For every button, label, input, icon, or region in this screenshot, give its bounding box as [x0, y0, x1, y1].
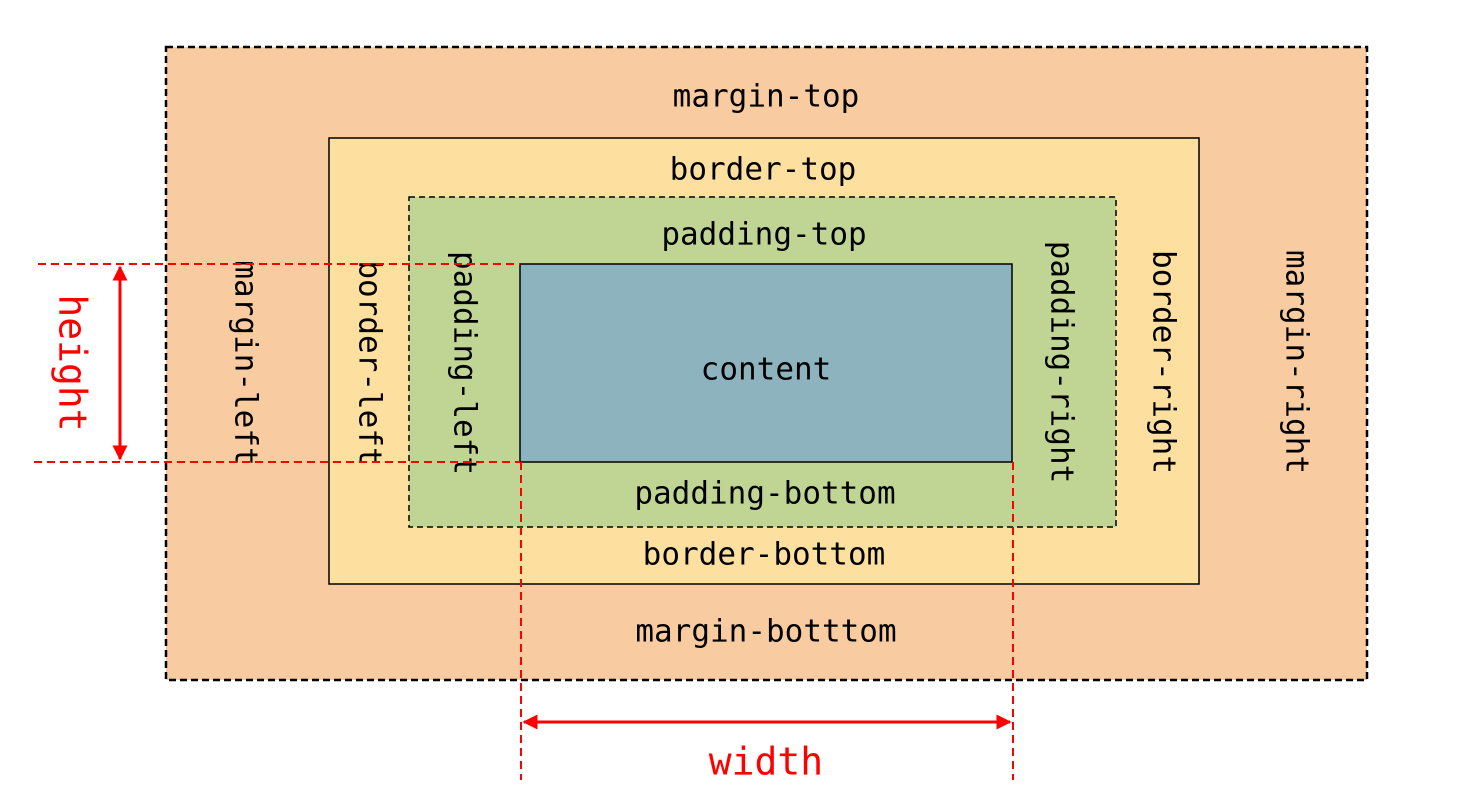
content-label: content — [701, 352, 832, 388]
padding-bottom-label: padding-bottom — [634, 476, 895, 512]
padding-right-label: padding-right — [1044, 241, 1080, 484]
border-top-label: border-top — [670, 152, 857, 188]
margin-left-label: margin-left — [228, 260, 264, 465]
border-left-label: border-left — [352, 260, 388, 465]
border-bottom-label: border-bottom — [643, 537, 886, 573]
width-label: width — [709, 740, 823, 784]
border-right-label: border-right — [1146, 250, 1182, 474]
margin-top-label: margin-top — [673, 79, 860, 115]
content-box — [519, 263, 1013, 463]
margin-right-label: margin-right — [1279, 250, 1315, 474]
margin-bottom-label: margin-botttom — [635, 614, 896, 650]
padding-top-label: padding-top — [661, 217, 866, 253]
padding-left-label: padding-left — [447, 251, 483, 475]
height-label: height — [51, 294, 95, 431]
